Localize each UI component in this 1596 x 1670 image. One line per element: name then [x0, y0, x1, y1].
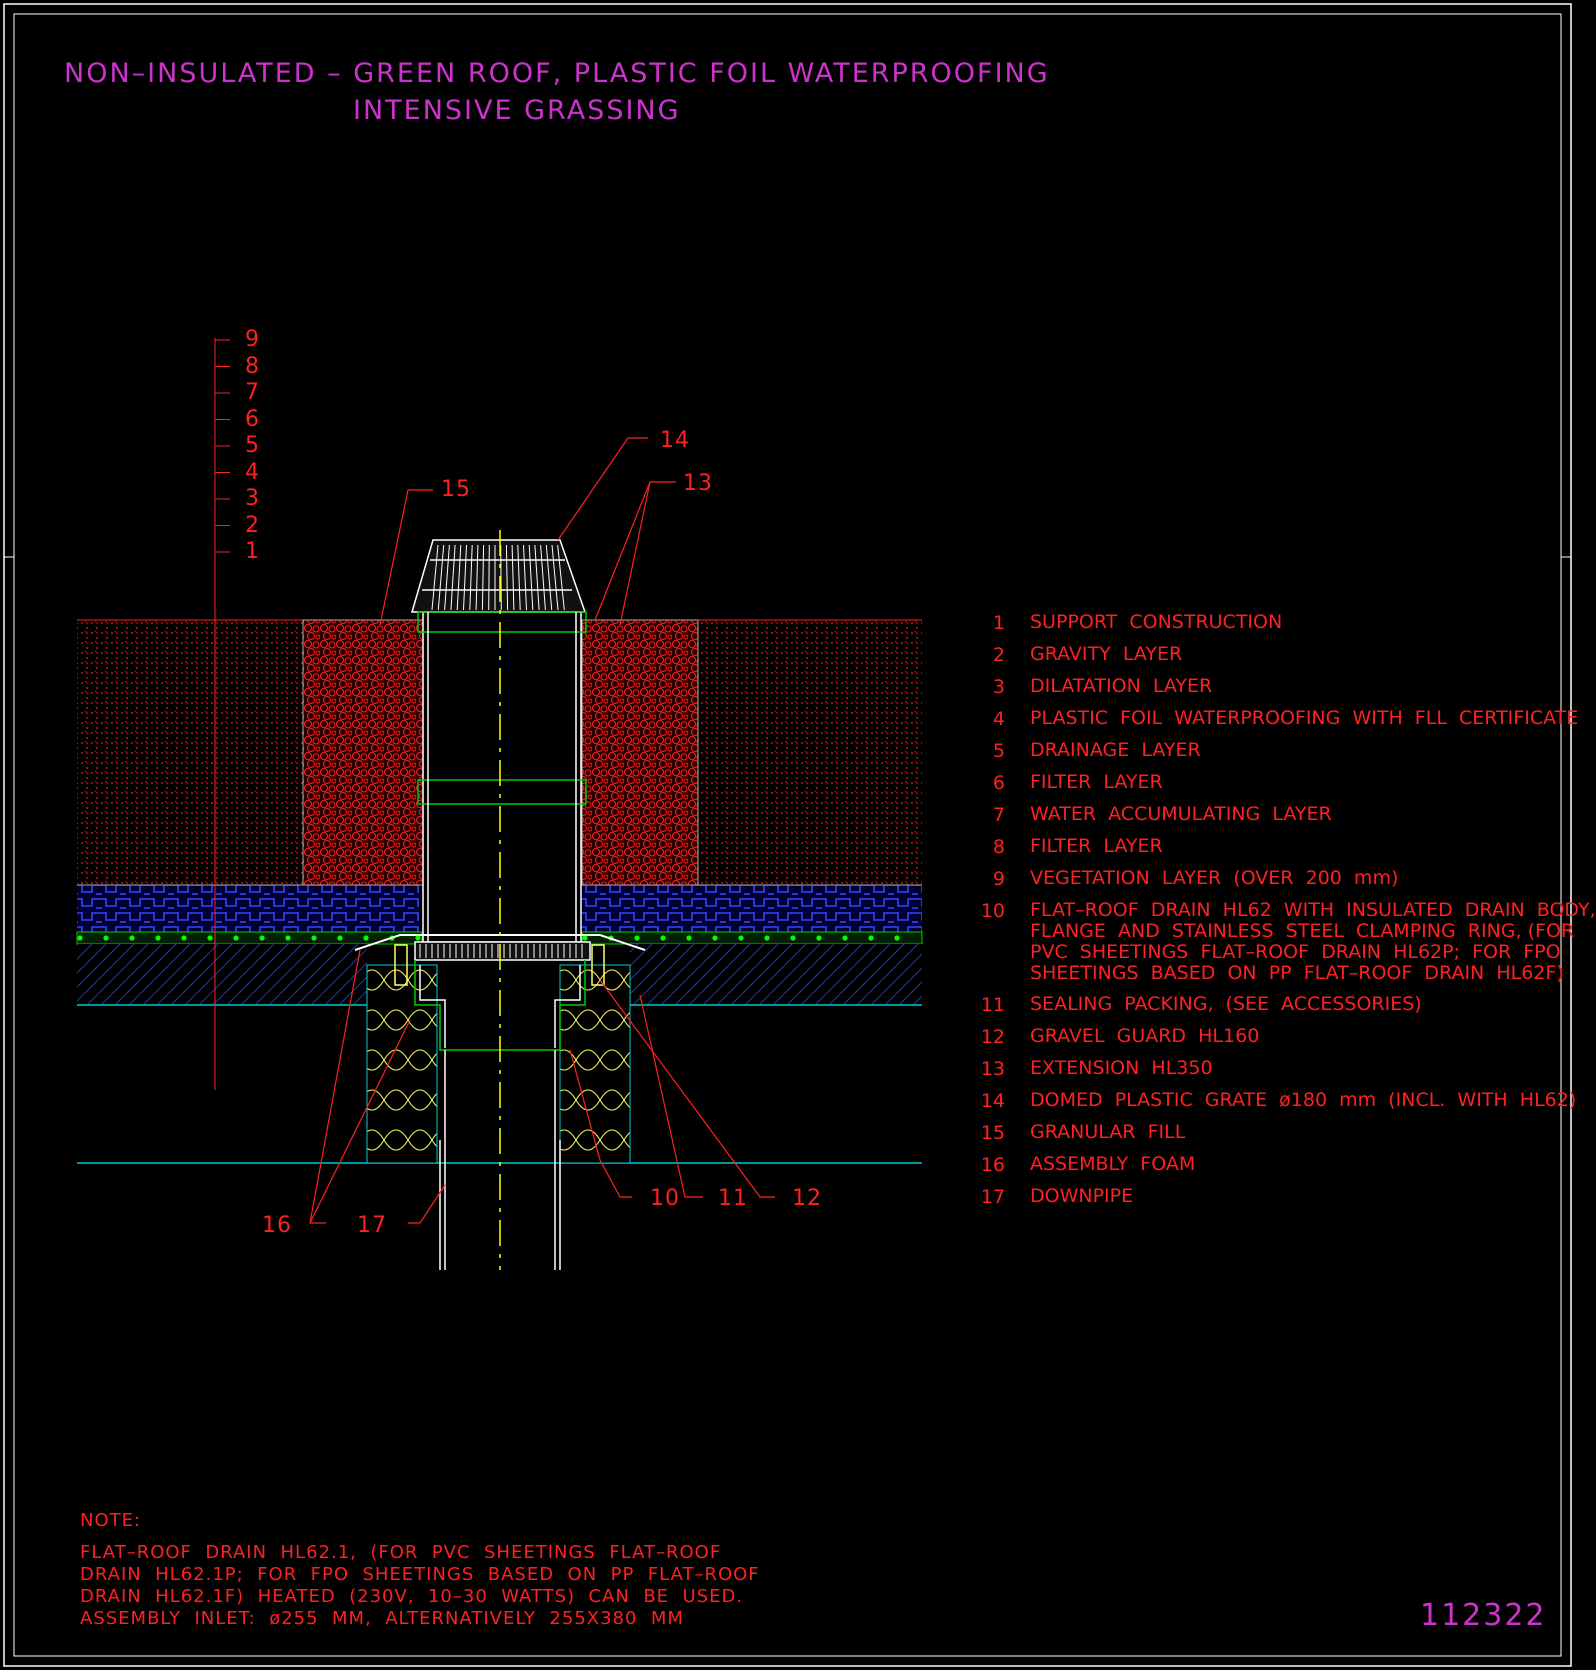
legend-number: 13: [980, 1058, 1005, 1080]
assembly-foam: [366, 964, 631, 1164]
legend-number: 7: [992, 804, 1005, 826]
scale-number: 7: [245, 380, 260, 405]
callout-16: 16: [262, 1213, 292, 1238]
note-body: FLAT–ROOF DRAIN HL62.1, (FOR PVC SHEETIN…: [80, 1542, 760, 1629]
legend-text: DILATATION LAYER: [1030, 675, 1213, 697]
callout-12: 12: [792, 1186, 822, 1211]
callout-11: 11: [718, 1186, 748, 1211]
legend-number: 5: [992, 740, 1005, 762]
legend-number: 11: [980, 994, 1005, 1016]
legend-text: DRAINAGE LAYER: [1030, 739, 1201, 761]
note-heading: NOTE:: [80, 1510, 142, 1531]
drawing-title-line1: NON–INSULATED – GREEN ROOF, PLASTIC FOIL…: [64, 58, 1050, 89]
scale-number: 8: [245, 353, 260, 379]
scale-number: 1: [245, 539, 260, 564]
legend-text: FILTER LAYER: [1030, 771, 1163, 793]
drainage-layer: [77, 884, 922, 932]
legend-number: 6: [992, 772, 1005, 794]
legend-number: 3: [992, 676, 1005, 698]
callout-10: 10: [650, 1186, 680, 1211]
callout-14: 14: [660, 428, 690, 453]
drain-body: [354, 539, 646, 1270]
legend-text: VEGETATION LAYER (OVER 200 mm): [1030, 867, 1399, 889]
granular-fill: [302, 619, 699, 886]
layer-scale: [214, 338, 230, 1090]
legend-text: ASSEMBLY FOAM: [1030, 1153, 1196, 1175]
legend-text: SUPPORT CONSTRUCTION: [1030, 611, 1283, 633]
drawing-number: 112322: [1420, 1598, 1547, 1633]
legend-text: GRANULAR FILL: [1030, 1121, 1186, 1143]
legend-number: 10: [980, 900, 1005, 922]
legend-number: 12: [980, 1026, 1005, 1048]
callout-15: 15: [441, 477, 471, 502]
legend-number: 17: [980, 1186, 1005, 1208]
legend-number: 9: [992, 868, 1005, 890]
legend-text: DOWNPIPE: [1030, 1185, 1134, 1207]
scale-number: 2: [245, 512, 260, 538]
legend-text: GRAVITY LAYER: [1030, 643, 1183, 665]
legend-text: PLASTIC FOIL WATERPROOFING WITH FLL CERT…: [1030, 707, 1579, 729]
scale-number: 6: [245, 406, 260, 432]
legend-text: FILTER LAYER: [1030, 835, 1163, 857]
callout-17: 17: [357, 1213, 387, 1238]
legend-number: 14: [980, 1090, 1005, 1112]
scale-number: 3: [245, 486, 260, 511]
support-construction: [77, 944, 922, 1164]
legend-text: GRAVEL GUARD HL160: [1030, 1025, 1260, 1047]
scale-number: 9: [245, 327, 260, 352]
drawing-title-line2: INTENSIVE GRASSING: [353, 95, 681, 126]
legend-number: 16: [980, 1154, 1005, 1176]
legend-number: 4: [992, 708, 1005, 730]
callout-13: 13: [683, 471, 713, 496]
legend-number: 8: [992, 836, 1005, 858]
scale-number: 5: [245, 433, 260, 458]
legend-text: FLAT–ROOF DRAIN HL62 WITH INSULATED DRAI…: [1030, 899, 1596, 984]
legend-text: SEALING PACKING, (SEE ACCESSORIES): [1030, 993, 1422, 1015]
scale-number: 4: [245, 459, 260, 485]
legend-text: EXTENSION HL350: [1030, 1057, 1213, 1079]
legend-number: 2: [992, 644, 1005, 666]
legend-text: WATER ACCUMULATING LAYER: [1030, 803, 1332, 825]
legend-number: 1: [992, 612, 1005, 634]
leader-lines: [309, 437, 775, 1224]
legend-number: 15: [980, 1122, 1005, 1144]
legend-text: DOMED PLASTIC GRATE ø180 mm (INCL. WITH …: [1030, 1089, 1577, 1111]
